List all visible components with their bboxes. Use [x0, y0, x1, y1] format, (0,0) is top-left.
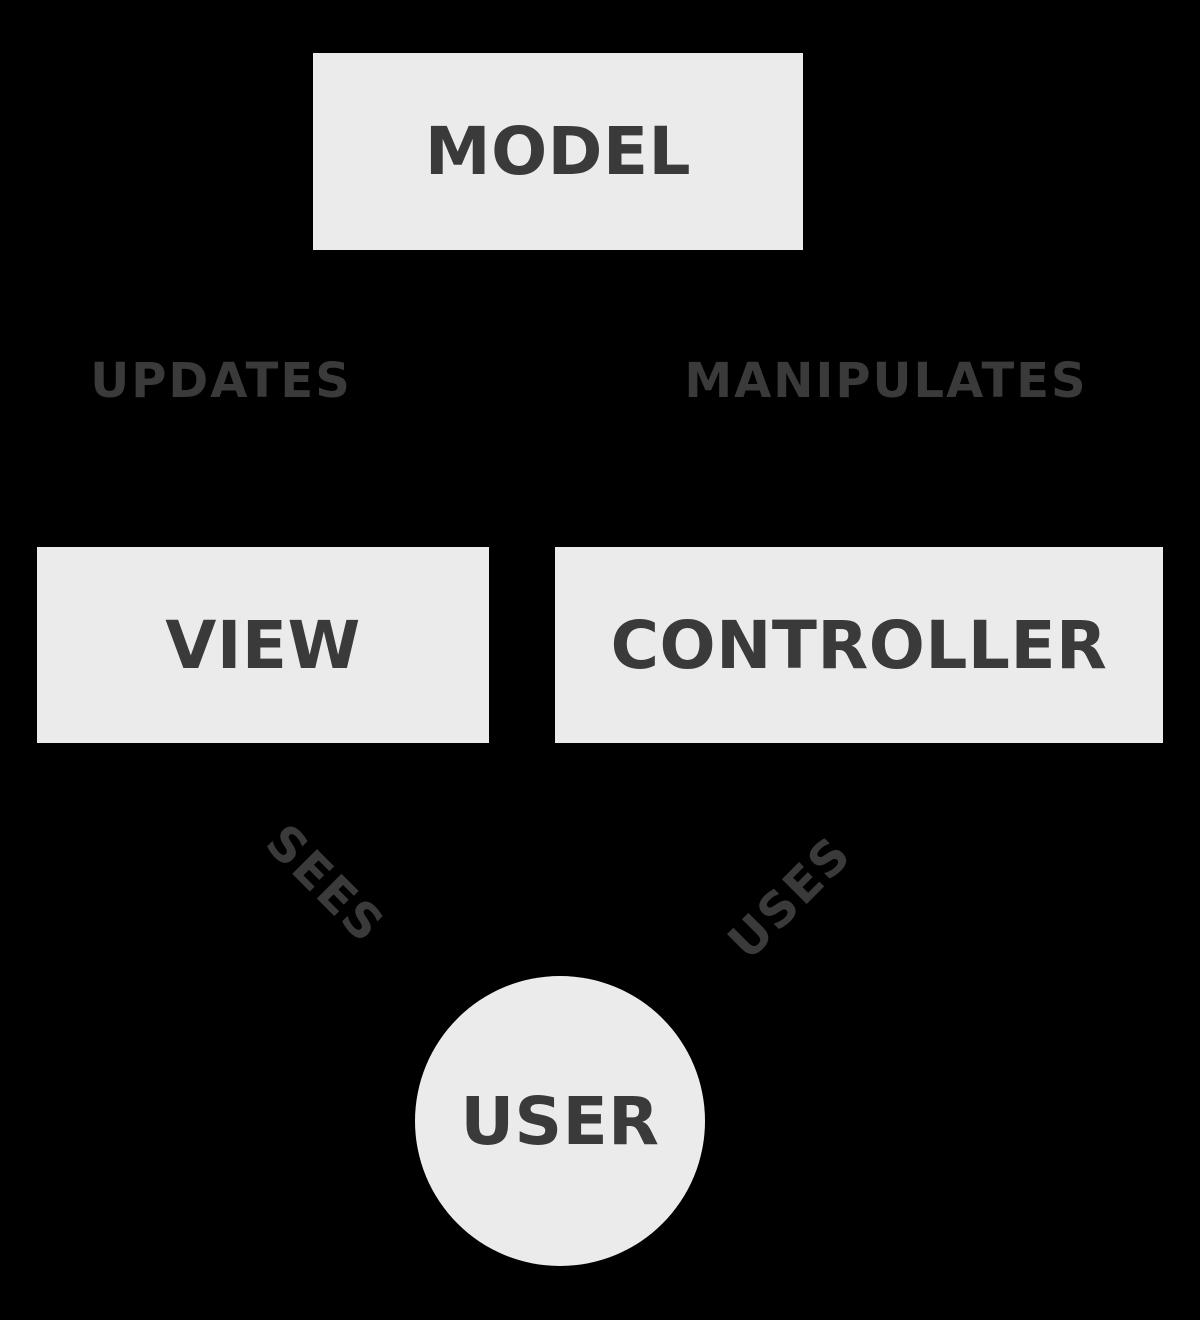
view-node-label: VIEW: [165, 606, 361, 684]
model-node: MODEL: [313, 53, 803, 250]
controller-node-label: CONTROLLER: [610, 606, 1108, 684]
user-node-label: USER: [460, 1082, 660, 1160]
view-node: VIEW: [37, 547, 489, 743]
uses-edge-label: USES: [717, 825, 863, 971]
model-node-label: MODEL: [424, 113, 692, 190]
sees-edge-label: SEES: [254, 813, 396, 955]
manipulates-edge-label: MANIPULATES: [684, 353, 1088, 409]
user-node: USER: [415, 976, 705, 1266]
controller-node: CONTROLLER: [555, 547, 1163, 743]
updates-edge-label: UPDATES: [90, 353, 352, 409]
